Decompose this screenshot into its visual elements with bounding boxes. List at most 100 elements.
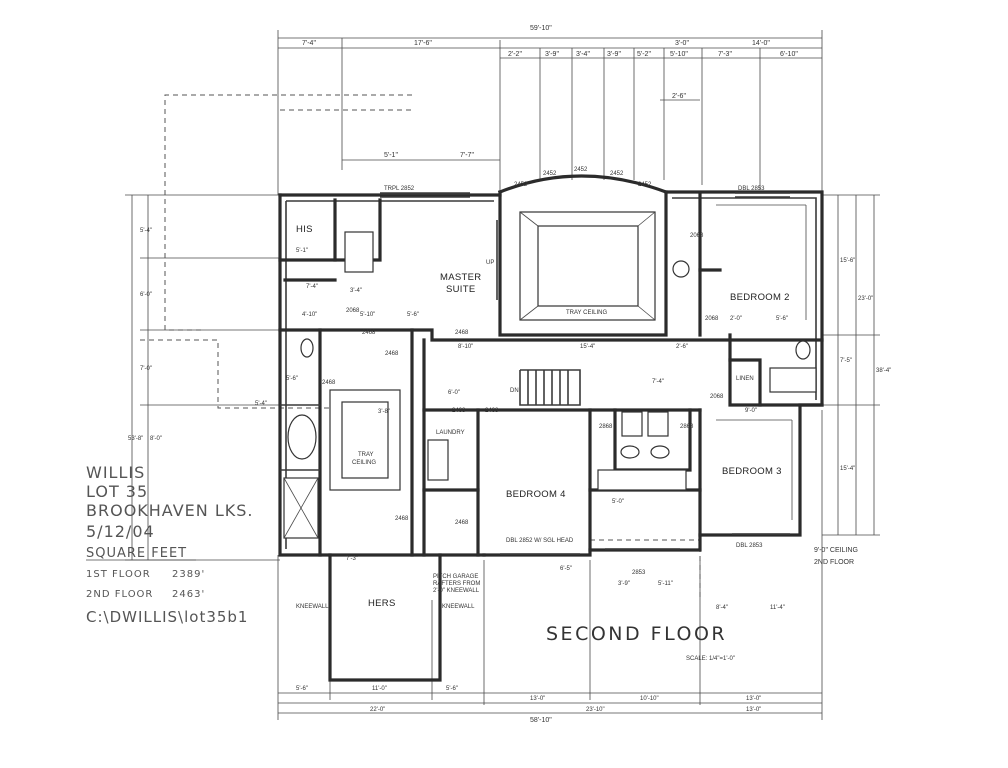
dim-label: 6'-0"	[448, 390, 460, 396]
window-tag: 2452	[610, 171, 624, 177]
master-tray-ceiling	[519, 211, 656, 321]
dim-label: 7'-4"	[652, 379, 664, 385]
window-tags: TRPL 2852 DBL 2853 DBL 2853 DBL 2852 W/ …	[384, 167, 765, 576]
window-tag: 2452	[638, 182, 652, 188]
door-tag: 2068	[710, 394, 724, 400]
washer-dryer	[427, 439, 449, 481]
top-dimension-labels: 59'-10" 7'-4" 17'-6" 3'-0" 14'-0" 2'-2" …	[302, 25, 798, 159]
toilet	[620, 445, 640, 459]
dim-label: 2'-6"	[672, 93, 686, 100]
window-tag: 2452	[514, 182, 528, 188]
door-tag: 2468	[362, 330, 376, 336]
dim-label: 23'-10"	[586, 707, 605, 713]
dim-label: 5'-1"	[296, 248, 308, 254]
dim-label: 10'-10"	[640, 696, 659, 702]
dim-label: 17'-6"	[414, 40, 432, 47]
door-tag: 2068	[690, 233, 704, 239]
dim-label: 4'-10"	[302, 312, 317, 318]
title-lot: LOT 35	[86, 482, 148, 501]
linen-label: LINEN	[736, 376, 754, 382]
dim-label: 5'-10"	[360, 312, 375, 318]
top-dimension-lines	[277, 30, 823, 200]
dim-label: 14'-0"	[752, 40, 770, 47]
square-feet-heading: SQUARE FEET	[86, 546, 187, 561]
dim-label: 15'-4"	[580, 344, 595, 350]
rafter-note: PITCH GARAGE	[433, 574, 478, 580]
dim-label: 2'-2"	[508, 51, 522, 58]
windows	[380, 192, 790, 555]
toilet	[300, 338, 314, 358]
dim-label: 2'-6"	[676, 344, 688, 350]
door-tag: 2468	[385, 351, 399, 357]
bathtub	[597, 469, 687, 491]
dim-label: 5'-4"	[140, 228, 152, 234]
door-tag: 2468	[455, 520, 469, 526]
dim-label: 8'-4"	[716, 605, 728, 611]
room-bedroom2-label: BEDROOM 2	[730, 292, 790, 303]
dim-label: 22'-0"	[370, 707, 385, 713]
room-laundry-label: LAUNDRY	[436, 430, 465, 436]
dim-label: 23'-0"	[858, 296, 873, 302]
dim-label: 5'-10"	[670, 51, 688, 58]
dim-label: 5'-2"	[637, 51, 651, 58]
dim-label: 7'-3"	[346, 556, 358, 562]
dim-label: 6'-5"	[560, 566, 572, 572]
right-dimension-lines	[822, 194, 880, 536]
window-tag: 2853	[632, 570, 646, 576]
dim-label: 5'-6"	[286, 376, 298, 382]
left-dimension-labels: 5'-4" 6'-0" 7'-0" 8'-0" 53'-8" 5'-4"	[128, 228, 267, 442]
toilet	[650, 445, 670, 459]
dim-label: 15'-6"	[840, 258, 855, 264]
door-tag: 2468	[395, 516, 409, 522]
dim-label: 7'-5"	[840, 358, 852, 364]
master-bay-wall	[497, 174, 669, 195]
bathtub	[769, 367, 817, 393]
kneewall-label: KNEEWALL	[442, 604, 475, 610]
dim-label: 15'-4"	[840, 466, 855, 472]
floor2-label: 2ND FLOOR	[86, 589, 153, 600]
room-bedroom4-label: BEDROOM 4	[506, 489, 566, 500]
dim-label: 5'-6"	[446, 686, 458, 692]
room-master-label: MASTER	[440, 272, 481, 283]
room-master-label: SUITE	[446, 284, 475, 295]
dim-label: 7'-3"	[718, 51, 732, 58]
dim-label: 6'-0"	[140, 292, 152, 298]
dim-label: 5'-1"	[384, 152, 398, 159]
bedroom-tray-lines	[716, 204, 807, 520]
dim-label: 13'-0"	[746, 707, 761, 713]
window-tag: 2452	[574, 167, 588, 173]
ceiling-note: 2ND FLOOR	[814, 559, 854, 566]
plan-title-group: SECOND FLOOR SCALE: 1/4"=1'-0" 9'-0" CEI…	[546, 547, 858, 662]
dim-label: 7'-0"	[140, 366, 152, 372]
title-date: 5/12/04	[86, 522, 155, 541]
file-path: C:\DWILLIS\lot35b1	[86, 608, 248, 626]
dim-label: 53'-8"	[128, 436, 143, 442]
door-tag: 2468	[455, 330, 469, 336]
interior-dimension-labels: 5'-1" 7'-4" 3'-4" 4'-10" 5'-10" 5'-6" 8'…	[286, 248, 788, 611]
tub	[287, 414, 317, 460]
dim-label: 5'-6"	[407, 312, 419, 318]
room-bedroom3-label: BEDROOM 3	[722, 466, 782, 477]
stair-dn-label: DN	[510, 388, 519, 394]
plan-scale: SCALE: 1/4"=1'-0"	[686, 656, 735, 662]
dim-label: 3'-9"	[618, 581, 630, 587]
dim-label: 5'-6"	[296, 686, 308, 692]
dim-label: 11'-4"	[770, 605, 785, 611]
window-tag: 2452	[543, 171, 557, 177]
dim-label: 6'-10"	[780, 51, 798, 58]
plan-title: SECOND FLOOR	[546, 623, 727, 645]
overall-bottom-dim: 58'-10"	[530, 717, 552, 724]
dim-label: 7'-4"	[306, 284, 318, 290]
bath-fixtures	[283, 231, 817, 539]
room-his-label: HIS	[296, 224, 313, 235]
door-tag: 2868	[680, 424, 694, 430]
floor2-value: 2463'	[172, 589, 205, 600]
vanity	[621, 411, 643, 437]
dim-label: 8'-10"	[458, 344, 473, 350]
door-tag: 2468	[322, 380, 336, 386]
dim-label: 9'-0"	[745, 408, 757, 414]
dim-label: 13'-0"	[746, 696, 761, 702]
door-tag: 2068	[346, 308, 360, 314]
door-tag: 2868	[599, 424, 613, 430]
